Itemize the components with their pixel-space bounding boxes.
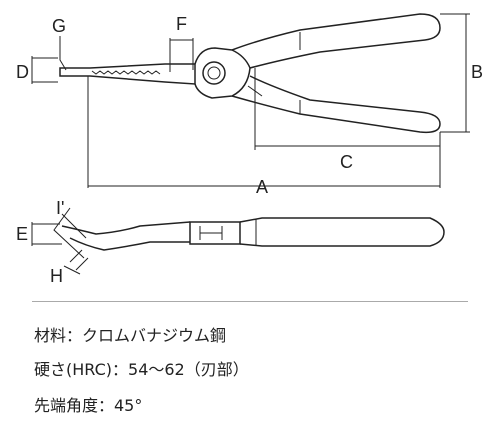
label-f: F (176, 14, 187, 34)
spec-material: 材料：クロムバナジウム鋼 (34, 326, 227, 345)
pliers-dimension-diagram: G F D B C A I' E H (16, 13, 483, 286)
label-g: G (52, 16, 66, 36)
dim-e (31, 222, 62, 246)
dim-h (63, 249, 89, 275)
label-c: C (340, 152, 353, 172)
dimension-lines-top (31, 13, 470, 188)
dim-g-leader (59, 36, 67, 71)
dim-a (87, 76, 441, 188)
dimension-lines-side (31, 207, 89, 275)
label-b: B (471, 62, 483, 82)
label-a: A (256, 177, 268, 197)
pivot-rivet-inner (207, 66, 221, 80)
pivot-rivet (202, 61, 226, 85)
dim-c (254, 68, 441, 150)
pliers-side-view (61, 217, 445, 251)
dim-d (31, 56, 58, 84)
label-d: D (16, 62, 29, 82)
dim-i (53, 207, 87, 259)
label-h: H (50, 266, 63, 286)
dim-b (440, 13, 470, 133)
spec-tip-angle: 先端角度：45° (34, 396, 143, 415)
bent-tip (61, 221, 191, 235)
bent-tip-lower (69, 237, 190, 251)
pliers-lower-handle (231, 75, 441, 134)
pliers-upper-handle (231, 13, 441, 69)
pliers-top-view (59, 13, 441, 134)
spec-hardness: 硬さ(HRC)：54〜62（刃部） (34, 360, 249, 379)
jaw-serration (91, 70, 161, 75)
label-i: I' (56, 198, 64, 218)
dim-f-ext (169, 38, 194, 72)
section-divider (32, 301, 468, 302)
label-e: E (16, 224, 28, 244)
side-handle (239, 217, 445, 247)
